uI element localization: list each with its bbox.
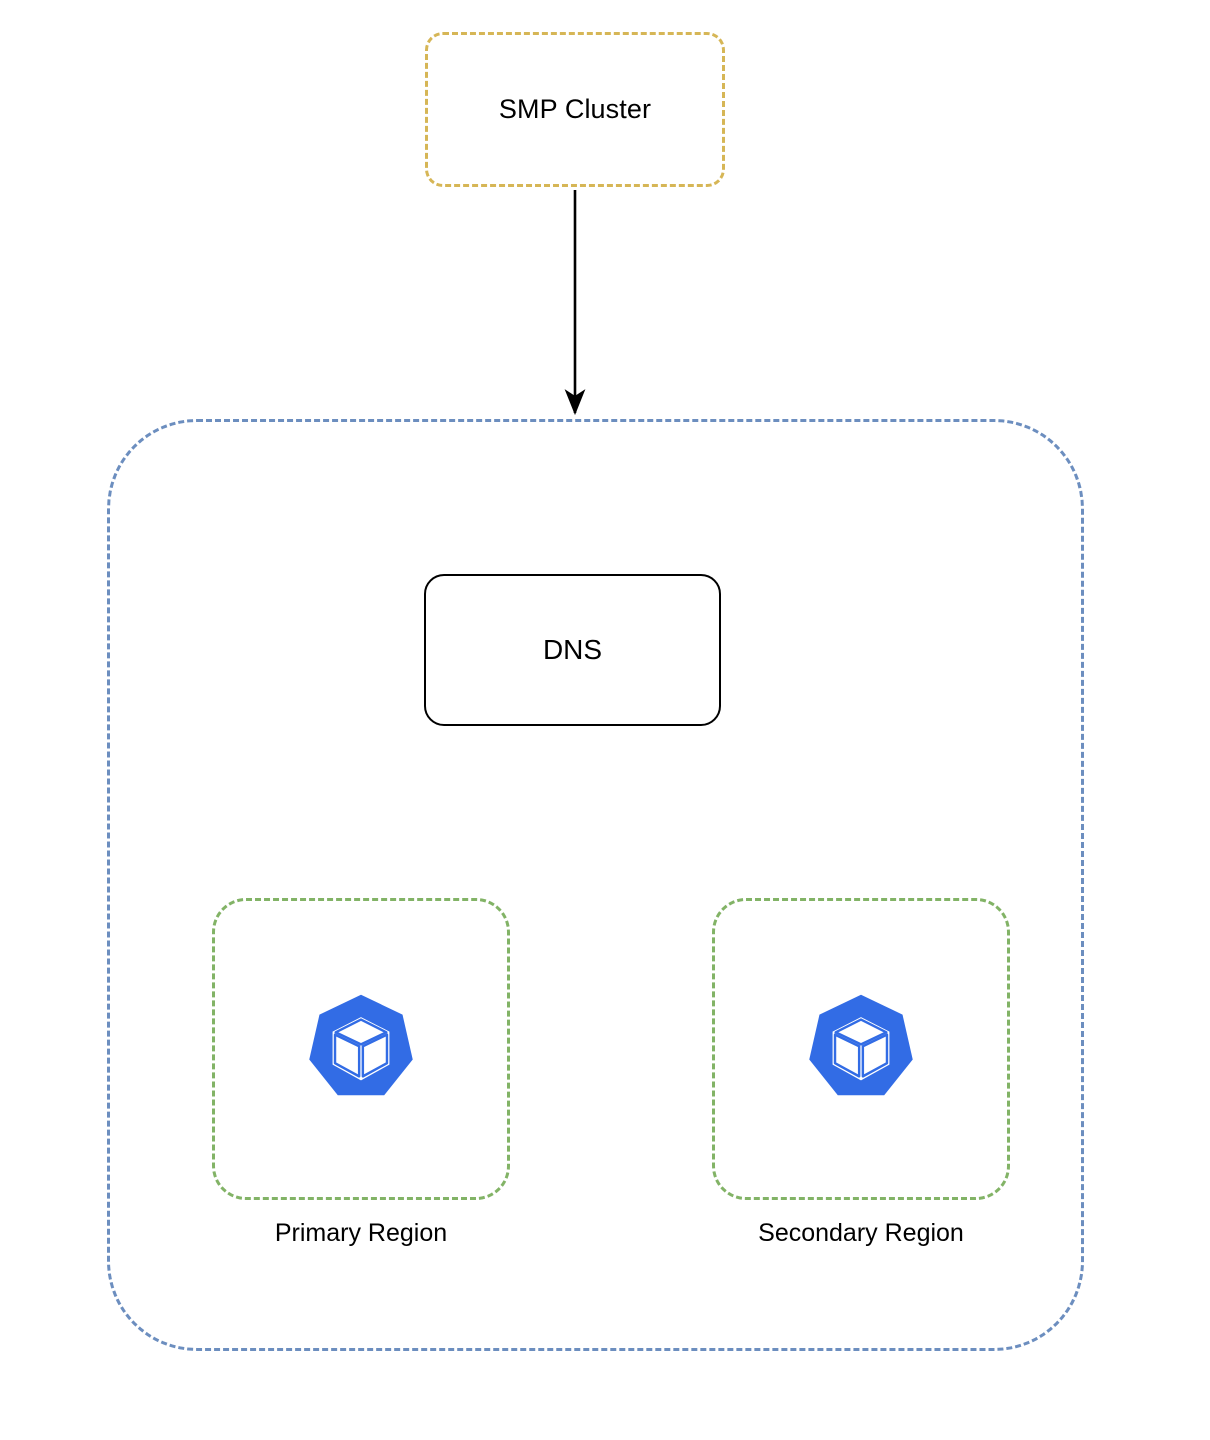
smp-cluster-label: SMP Cluster xyxy=(498,93,652,124)
dns-label: DNS xyxy=(542,634,603,665)
kubernetes-icon xyxy=(803,991,919,1107)
primary-region-label: Primary Region xyxy=(274,1219,448,1247)
kubernetes-icon xyxy=(303,991,419,1107)
secondary-region-label: Secondary Region xyxy=(758,1219,964,1247)
platform-boundary-container[interactable] xyxy=(107,419,1084,1351)
dns-node[interactable]: DNS xyxy=(424,574,721,726)
smp-cluster-node[interactable]: SMP Cluster xyxy=(425,32,725,187)
